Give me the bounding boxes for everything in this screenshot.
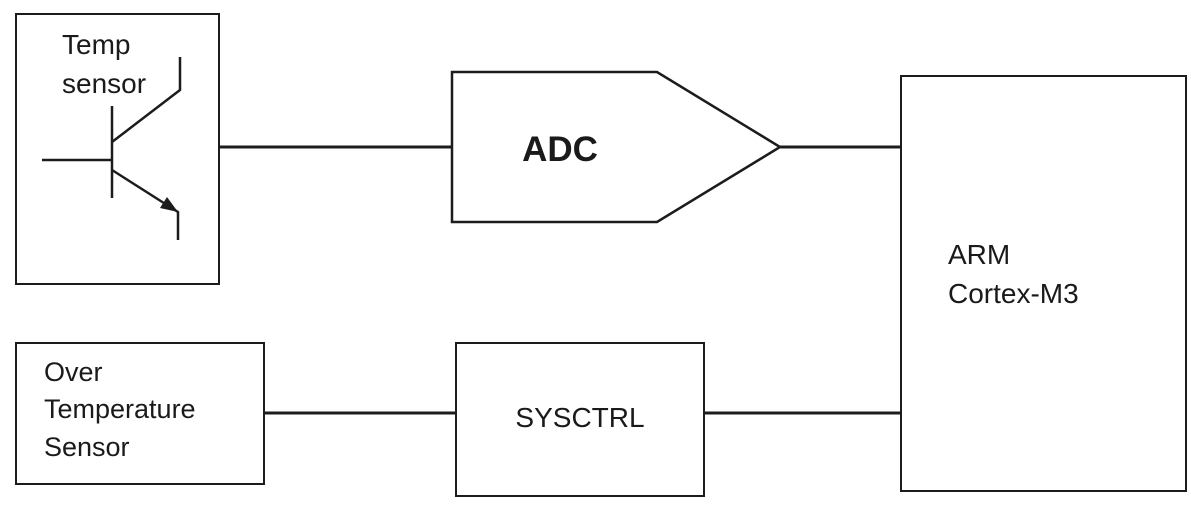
- temp-sensor-label: Temp sensor: [62, 29, 147, 99]
- over-temperature-sensor-block: [15, 342, 265, 485]
- arm-cortex-m3-block: [900, 75, 1187, 492]
- adc-label: ADC: [522, 130, 598, 169]
- sysctrl-block: [455, 342, 705, 497]
- adc-block-shape: [450, 70, 783, 224]
- over-temperature-sensor-label: Over Temperature Sensor: [44, 357, 196, 462]
- npn-transistor-icon: [42, 57, 182, 240]
- temp-sensor-block: [15, 13, 220, 285]
- arm-cortex-m3-label: ARM Cortex-M3: [948, 239, 1079, 309]
- sysctrl-label: SYSCTRL: [515, 402, 645, 433]
